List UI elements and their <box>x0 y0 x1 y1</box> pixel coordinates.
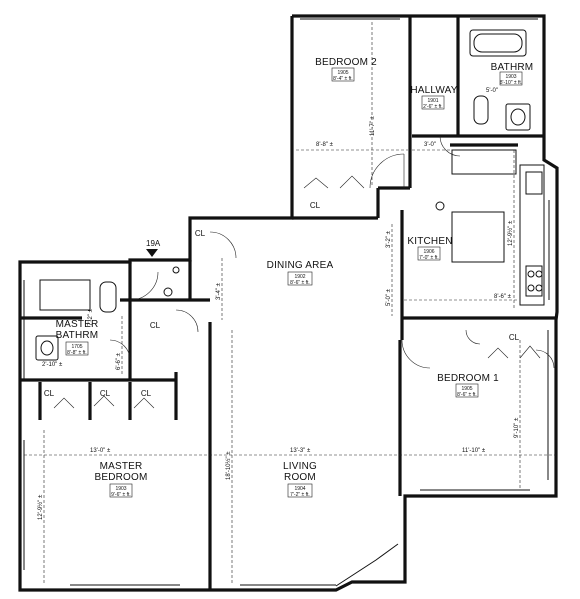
dim-master-bed-width: 13'-0" ± <box>90 448 111 454</box>
entry-arrow-icon <box>146 249 158 257</box>
dim-bed1-depth: 9'-10" ± <box>514 417 520 438</box>
hallway-label: HALLWAY <box>410 85 457 96</box>
master-bath-code: 1705 <box>71 344 82 350</box>
bedroom1-code: 1905 <box>461 386 472 392</box>
doors <box>53 135 555 409</box>
dim-living-depth: 18'-10½" ± <box>225 451 232 480</box>
label-boxes <box>65 67 523 498</box>
dimension-labels: 8'-8" ± 11'-7" ± 3'-0" 5'-0" 12'-9½" ± 8… <box>37 88 520 520</box>
dim-bed1-width: 11'-10" ± <box>462 448 486 454</box>
dining-area: 8'-6" ± ft. <box>290 280 310 286</box>
dim-master-bath-c: 2'-10" ± <box>42 362 63 368</box>
dim-living-width: 13'-3" ± <box>290 448 311 454</box>
bathroom-label: BATHRM <box>491 62 534 73</box>
fixtures <box>35 29 545 361</box>
closet-label: CL <box>310 201 321 210</box>
living-area: 7'-2" ± ft. <box>290 492 310 498</box>
kitchen-label: KITCHEN <box>407 236 452 247</box>
dim-master-bath-a: 7'-2" ± <box>88 308 94 326</box>
bedroom1-area: 8'-6" ± ft. <box>457 392 477 398</box>
closet-label: CL <box>44 389 55 398</box>
master-bath-label-2: BATHRM <box>56 330 99 341</box>
bedroom2-label: BEDROOM 2 <box>315 57 377 68</box>
unit-number: 19A <box>146 239 161 248</box>
dim-bed2-depth: 11'-7" ± <box>370 115 376 136</box>
closet-label: CL <box>509 333 520 342</box>
master-bedroom-label-1: MASTER <box>100 461 143 472</box>
room-labels: BEDROOM 2 1905 8'-4" ± ft. HALLWAY 1901 … <box>56 57 534 498</box>
dim-master-bed-depth: 12'-9½" ± <box>37 494 44 520</box>
bathroom-code: 1903 <box>505 74 516 80</box>
closet-label: CL <box>150 321 161 330</box>
dim-dining-a: 3'-2" ± <box>386 230 392 248</box>
dim-kitchen-depth: 12'-9½" ± <box>507 220 514 246</box>
hallway-code: 1901 <box>427 98 438 104</box>
dim-dining-left: 3'-4" ± <box>216 282 222 300</box>
bathroom-area: 8'-10" ± ft. <box>500 80 522 86</box>
closet-label: CL <box>195 229 206 238</box>
dining-label: DINING AREA <box>267 260 334 271</box>
closet-labels: CL CL CL CL CL CL CL <box>44 201 520 398</box>
dim-master-bath-b: 6'-6" ± <box>116 352 122 370</box>
dimension-lines <box>24 22 556 584</box>
kitchen-area: 7'-0" ± ft. <box>419 255 439 261</box>
dim-hall-width: 3'-0" <box>424 142 436 148</box>
bedroom2-code: 1905 <box>337 70 348 76</box>
master-bath-label-1: MASTER <box>56 319 99 330</box>
closet-label: CL <box>141 389 152 398</box>
closet-label: CL <box>100 389 111 398</box>
unit-marker: 19A <box>146 239 161 257</box>
master-bedroom-label-2: BEDROOM <box>94 472 147 483</box>
bedroom2-area: 8'-4" ± ft. <box>333 76 353 82</box>
master-bedroom-area: 9'-6" ± ft. <box>111 492 131 498</box>
master-bedroom-code: 1903 <box>115 486 126 492</box>
living-label-2: ROOM <box>284 472 316 483</box>
bedroom1-label: BEDROOM 1 <box>437 373 499 384</box>
kitchen-code: 1906 <box>423 249 434 255</box>
dim-dining-b: 5'-0" ± <box>386 288 392 306</box>
dim-bed2-width: 8'-8" ± <box>316 142 334 148</box>
living-code: 1904 <box>294 486 305 492</box>
living-label-1: LIVING <box>283 461 317 472</box>
master-bath-area: 8'-8" ± ft. <box>67 350 87 356</box>
dim-bath-width: 5'-0" <box>486 88 498 94</box>
hallway-area: 2'-6" ± ft. <box>423 104 443 110</box>
dim-kitchen-width: 8'-6" ± <box>494 294 512 300</box>
interior-walls <box>20 16 557 590</box>
dining-code: 1902 <box>294 274 305 280</box>
